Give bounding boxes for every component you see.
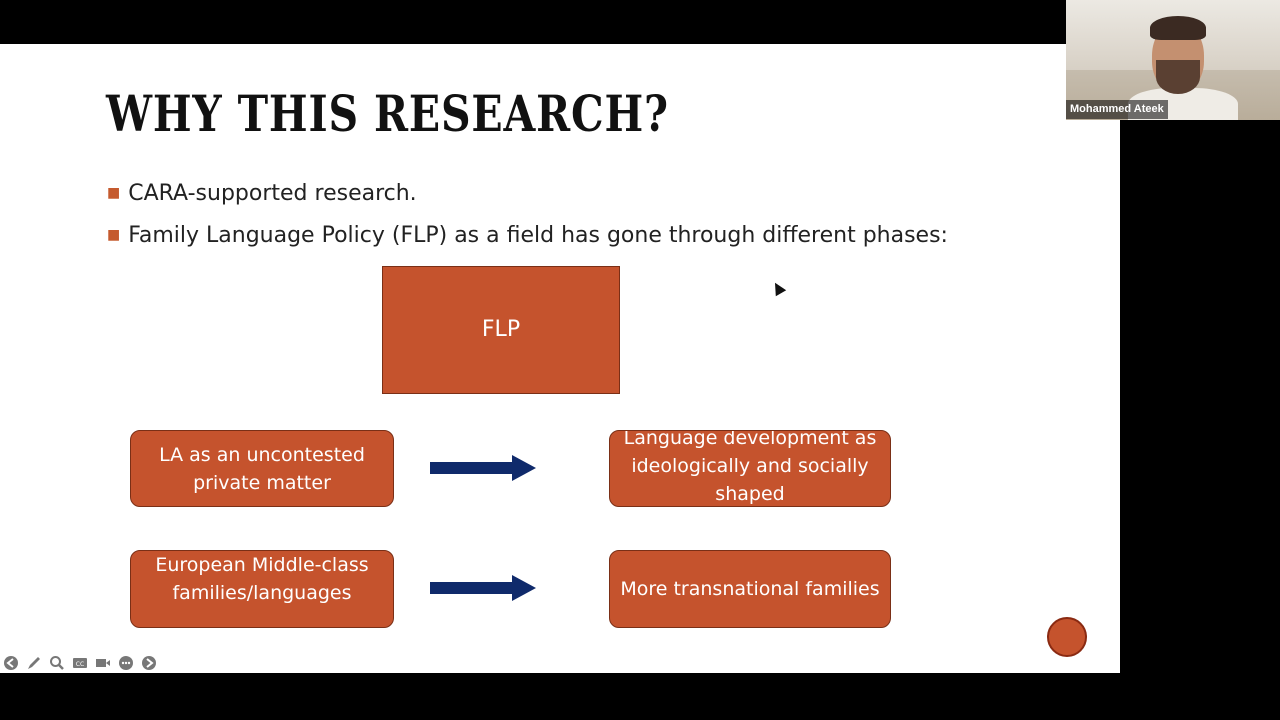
phase-to-label: Language development as ideologically an… <box>623 430 877 505</box>
back-icon[interactable] <box>2 655 19 672</box>
presentation-slide: WHY THIS RESEARCH? ■ CARA-supported resea… <box>0 44 1120 673</box>
phase-from-label: LA as an uncontested private matter <box>159 443 365 494</box>
participant-hair <box>1150 16 1206 40</box>
bullet-item: ■ Family Language Policy (FLP) as a field… <box>107 223 948 248</box>
flp-box: FLP <box>382 266 620 394</box>
slide-title: WHY THIS RESEARCH? <box>106 84 669 143</box>
right-arrow-icon <box>430 455 536 481</box>
svg-text:CC: CC <box>75 661 83 668</box>
phase-from-box: European Middle-class families/languages <box>130 550 394 628</box>
bullet-text: Family Language Policy (FLP) as a field … <box>128 223 948 248</box>
pen-icon[interactable] <box>25 655 42 672</box>
phase-to-box: More transnational families <box>609 550 891 628</box>
bullet-mark-icon: ■ <box>107 185 121 201</box>
captions-icon[interactable]: CC <box>71 655 88 672</box>
phase-from-box: LA as an uncontested private matter <box>130 430 394 507</box>
forward-icon[interactable] <box>140 655 157 672</box>
more-icon[interactable] <box>117 655 134 672</box>
participant-video-tile[interactable]: Mohammed Ateek <box>1066 0 1280 120</box>
participant-beard <box>1156 60 1200 94</box>
bullet-item: ■ CARA-supported research. <box>107 181 417 206</box>
mouse-cursor-icon <box>769 279 787 297</box>
phase-to-box: Language development as ideologically an… <box>609 430 891 507</box>
bullet-text: CARA-supported research. <box>128 181 417 206</box>
participant-name-label: Mohammed Ateek <box>1066 100 1168 119</box>
camera-icon[interactable] <box>94 655 111 672</box>
slide-logo-icon <box>1047 617 1087 657</box>
slideshow-toolbar: CC <box>2 656 157 670</box>
bullet-mark-icon: ■ <box>107 227 121 243</box>
phase-to-label: More transnational families <box>620 578 880 600</box>
zoom-icon[interactable] <box>48 655 65 672</box>
phase-from-label: European Middle-class families/languages <box>155 554 369 604</box>
flp-box-label: FLP <box>481 317 521 342</box>
right-arrow-icon <box>430 575 536 601</box>
